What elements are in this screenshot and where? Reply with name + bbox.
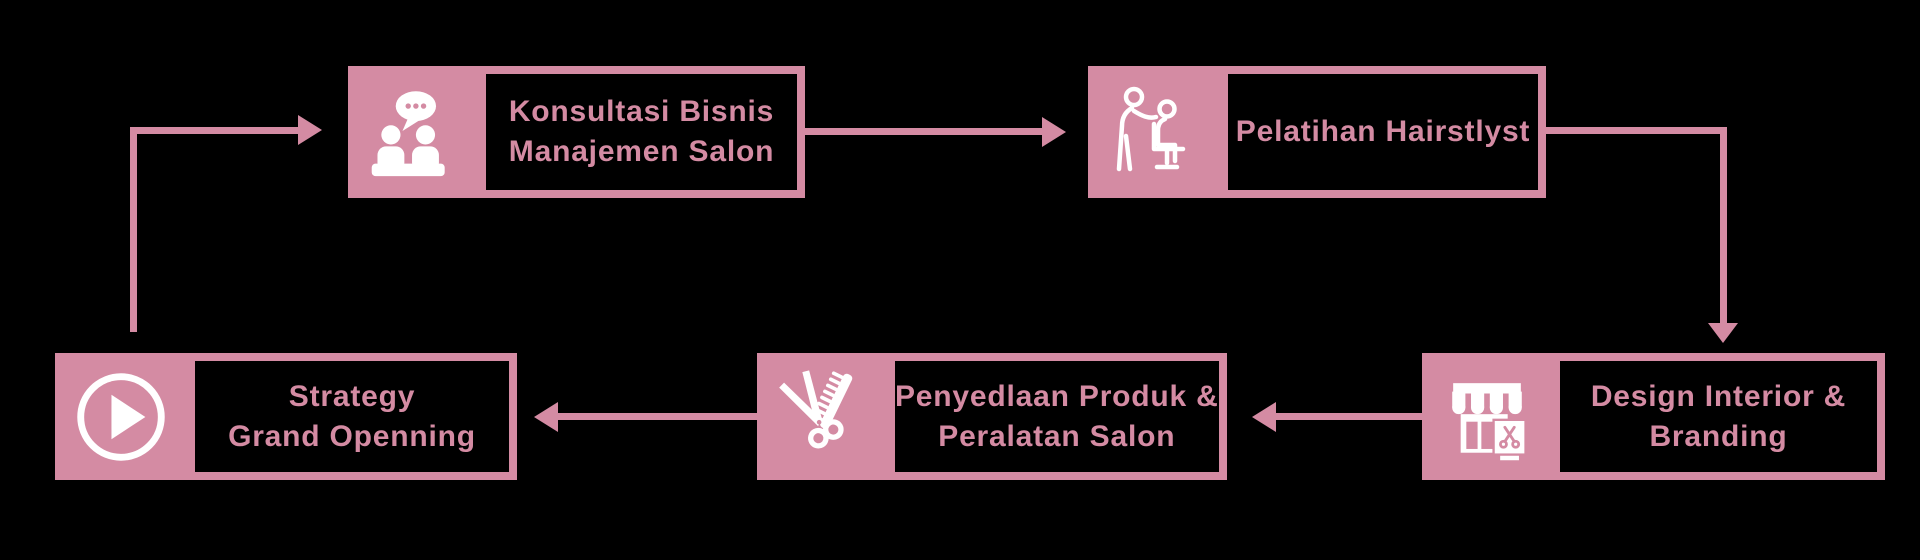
people-consultation-chat-icon — [371, 91, 445, 177]
step-strategy: Strategy Grand Openning — [55, 353, 517, 480]
scissors-comb-icon — [779, 369, 853, 449]
step-design-label-box: Design Interior & Branding — [1552, 353, 1885, 480]
arrow-pelatihan-to-design-horizontal — [1546, 127, 1723, 134]
arrow-penyediaan-to-strategy — [558, 413, 757, 420]
step-label-line: Penyedlaan Produk & — [895, 379, 1219, 413]
step-label-line: Strategy — [288, 379, 416, 413]
step-label-line: Peralatan Salon — [938, 419, 1176, 453]
arrowhead-pelatihan-to-design — [1708, 323, 1738, 343]
step-penyediaan: Penyedlaan Produk & Peralatan Salon — [757, 353, 1227, 480]
salon-storefront-icon — [1452, 382, 1527, 460]
step-penyediaan-icon-tile — [757, 353, 887, 480]
step-konsultasi-icon-tile — [348, 66, 478, 198]
arrow-pelatihan-to-design-vertical — [1720, 127, 1727, 323]
step-konsultasi-label-box: Konsultasi Bisnis Manajemen Salon — [478, 66, 805, 198]
step-strategy-icon-tile — [55, 353, 187, 480]
step-label-line: Grand Openning — [228, 419, 476, 453]
arrowhead-strategy-to-konsultasi — [298, 115, 322, 145]
step-pelatihan-icon-tile — [1088, 66, 1220, 198]
step-design: Design Interior & Branding — [1422, 353, 1885, 480]
step-label-line: Pelatihan Hairstlyst — [1235, 115, 1531, 148]
step-label-line: Design Interior & — [1590, 379, 1847, 413]
arrow-konsultasi-to-pelatihan — [805, 128, 1042, 135]
arrowhead-design-to-penyediaan — [1252, 402, 1276, 432]
arrow-design-to-penyediaan — [1276, 413, 1422, 420]
hairstylist-training-icon — [1116, 86, 1186, 172]
play-button-icon — [77, 372, 165, 461]
arrow-strategy-to-konsultasi-horizontal — [130, 127, 298, 134]
step-label-line: Konsultasi Bisnis — [508, 95, 775, 128]
arrow-strategy-to-konsultasi-vertical — [130, 127, 137, 332]
step-label-line: Manajemen Salon — [508, 135, 775, 168]
step-penyediaan-label-box: Penyedlaan Produk & Peralatan Salon — [887, 353, 1227, 480]
step-pelatihan: Pelatihan Hairstlyst — [1088, 66, 1546, 198]
step-design-icon-tile — [1422, 353, 1552, 480]
arrowhead-konsultasi-to-pelatihan — [1042, 117, 1066, 147]
step-konsultasi: Konsultasi Bisnis Manajemen Salon — [348, 66, 805, 198]
step-strategy-label-box: Strategy Grand Openning — [187, 353, 517, 480]
step-label-line: Branding — [1649, 419, 1788, 453]
arrowhead-penyediaan-to-strategy — [534, 402, 558, 432]
step-pelatihan-label-box: Pelatihan Hairstlyst — [1220, 66, 1546, 198]
